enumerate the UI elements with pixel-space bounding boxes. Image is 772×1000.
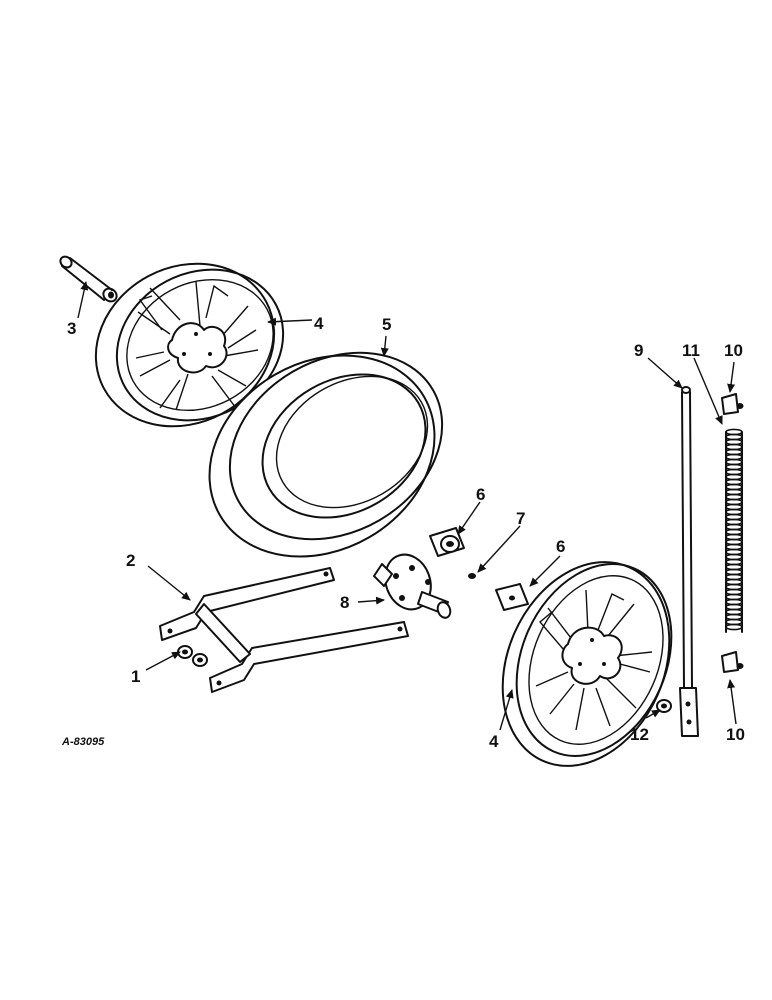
axle-frame-part [159,567,409,693]
bearing-upper-part [429,527,465,557]
axle-pin-part [59,255,118,303]
nuts-part [177,645,208,667]
fitting-part [468,573,476,579]
callout-7: 7 [516,509,525,528]
hub-part [373,553,452,619]
wheel-upper-part [94,262,285,428]
collar-upper-part [721,393,744,415]
callout-2: 2 [126,551,135,570]
nut-lower-part [656,699,672,713]
callout-8: 8 [340,593,349,612]
callout-4-lower: 4 [489,732,499,751]
callout-12: 12 [630,725,649,744]
leader-lines [77,281,737,731]
callout-6-upper: 6 [476,485,485,504]
callout-6-lower: 6 [556,537,565,556]
callout-1: 1 [131,667,140,686]
callout-5: 5 [382,315,391,334]
rod-part [679,386,699,737]
spring-coil [725,623,743,631]
callout-4-upper: 4 [314,314,324,333]
callout-10-upper: 10 [724,341,743,360]
wheel-lower-part [501,561,673,767]
callout-11: 11 [682,341,700,360]
collar-lower-part [721,651,744,673]
drawing-code: A-83095 [61,736,105,748]
callout-10-lower: 10 [726,725,745,744]
tire-part [208,351,444,558]
bearing-lower-part [495,583,529,611]
callout-9: 9 [634,341,643,360]
spring-part [725,428,743,633]
callout-3: 3 [67,319,76,338]
